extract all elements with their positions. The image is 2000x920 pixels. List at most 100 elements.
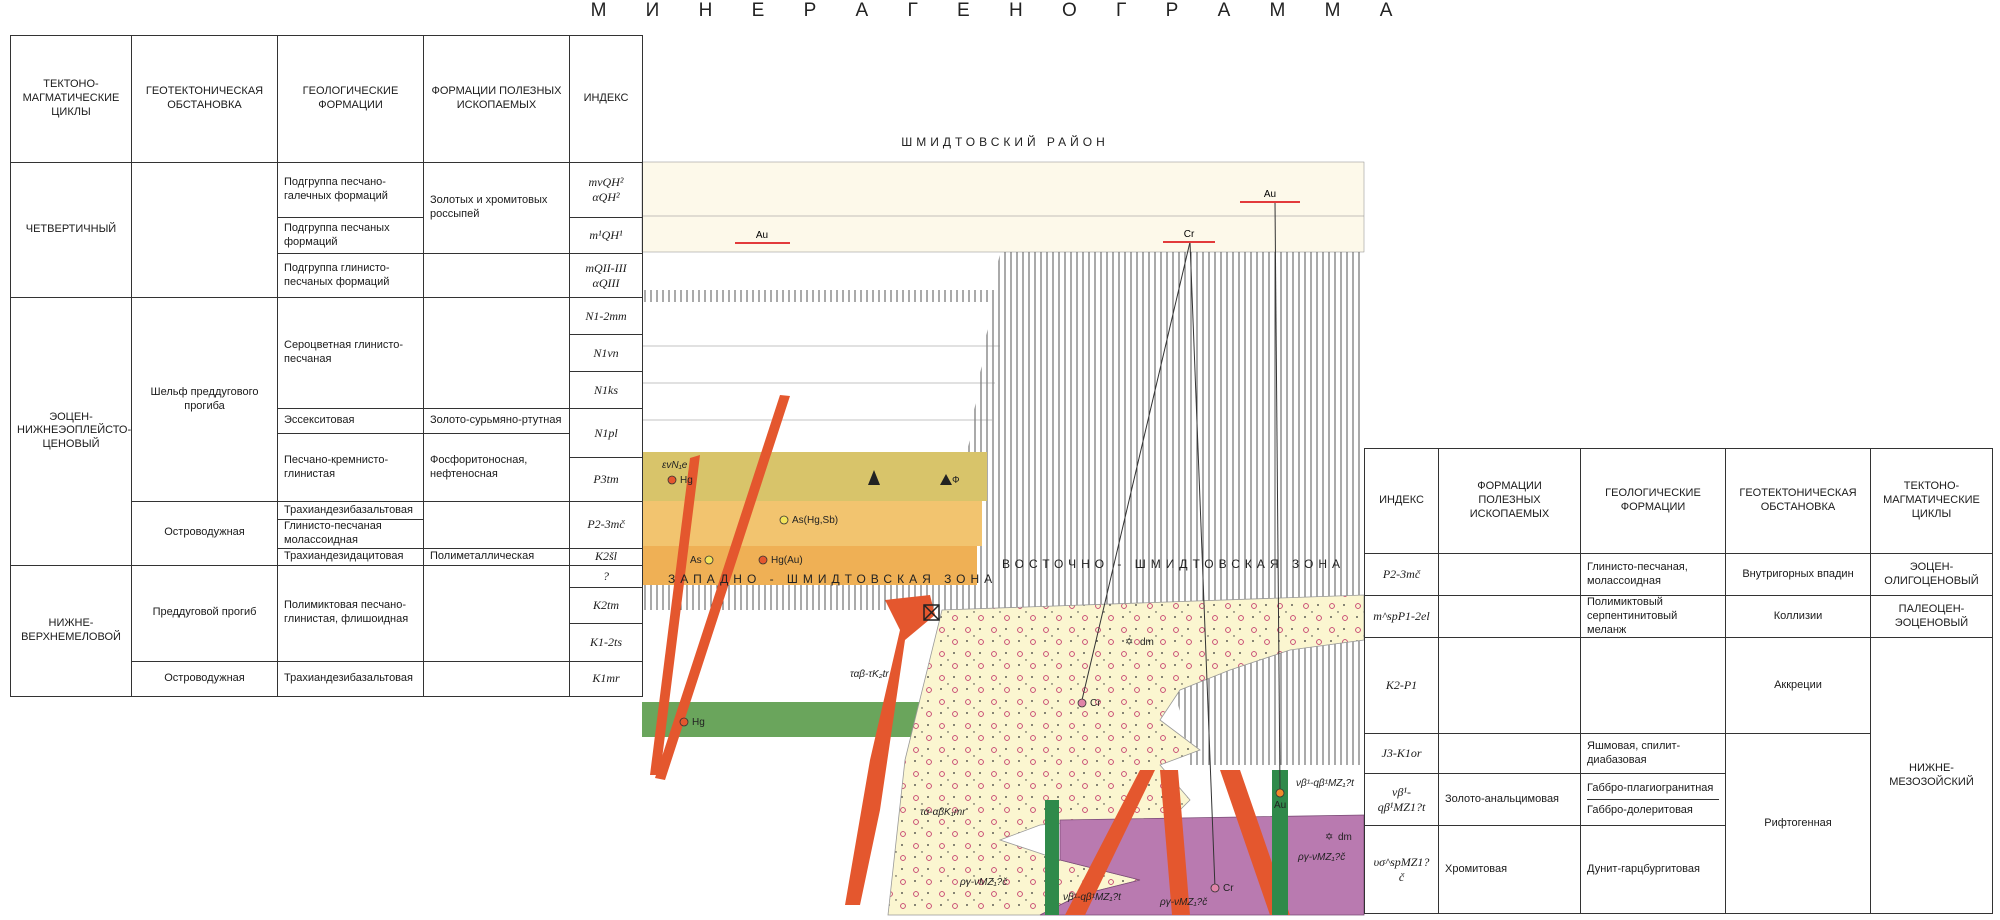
mine-icon (923, 604, 940, 621)
index-cell: N1-2mm (569, 297, 643, 335)
triangle-icon (868, 470, 880, 485)
formation-row: Трахиандезибазальтовая (277, 501, 424, 520)
mineral-empty (1438, 733, 1581, 775)
quaternary-band (641, 161, 1365, 253)
cycle-eocene: ЭОЦЕН-НИЖНЕЭОПЛЕЙСТО-ЦЕНОВЫЙ (10, 297, 132, 566)
index-cell: K1-2ts (569, 622, 643, 662)
au-label-1: Au (1274, 800, 1286, 811)
dm-label-2: dm (1338, 832, 1352, 843)
index-cell: m^spP1-2el (1364, 594, 1439, 639)
formation-row: Глинисто-песчаная, молассоидная (1580, 553, 1726, 596)
hg-label-2: Hg (692, 717, 705, 728)
setting-row: Коллизии (1725, 594, 1871, 639)
nvb-label-2: νβ¹-qβ¹MZ₁?t (1296, 778, 1355, 789)
formation-row: Дунит-гарцбургитовая (1580, 825, 1726, 915)
band-n1pl (642, 452, 987, 501)
formation-empty (1580, 637, 1726, 735)
hdr-minerals: ФОРМАЦИИ ПОЛЕЗНЫХ ИСКОПАЕМЫХ (423, 35, 570, 163)
index-cell: N1vn (569, 334, 643, 372)
formation-row: Габбро-плагиогранитная Габбро-долеритова… (1580, 773, 1726, 827)
hdr-minerals-r: ФОРМАЦИИ ПОЛЕЗНЫХ ИСКОПАЕМЫХ (1438, 448, 1581, 554)
index-cell: K2-P1 (1364, 637, 1439, 735)
triangle-icon-2 (940, 474, 952, 485)
mineral-empty (423, 297, 570, 409)
mineral-empty (423, 564, 570, 662)
mineral-empty (423, 253, 570, 298)
zone-east-label: ВОСТОЧНО - ШМИДТОВСКАЯ ЗОНА (1002, 557, 1345, 571)
formation-row: Сероцветная глинисто-песчаная (277, 297, 424, 409)
rgv-label-3: ργ-νMZ₁?č (1297, 852, 1345, 863)
setting-row: Внутригорных впадин (1725, 553, 1871, 596)
mineral-empty (1438, 553, 1581, 596)
setting-island-arc-2: Островодужная (131, 660, 278, 697)
hdr-formations: ГЕОЛОГИЧЕСКИЕ ФОРМАЦИИ (277, 35, 424, 163)
tab-label: ταβ-τK₂tr (850, 669, 889, 680)
index-cell: P2-3mč (569, 501, 643, 549)
zone-west-label: ЗАПАДНО - ШМИДТОВСКАЯ ЗОНА (668, 572, 998, 586)
index-cell: mQII-III αQIII (569, 253, 643, 298)
row-lines (642, 345, 1000, 421)
left-strat-table: ТЕКТОНО-МАГМАТИЧЕСКИЕ ЦИКЛЫ ГЕОТЕКТОНИЧЕ… (10, 35, 643, 697)
formation-row: Яшмовая, спилит-диабазовая (1580, 733, 1726, 775)
taab-label: τα-αβK₁mr (920, 807, 966, 818)
setting-shelf: Шельф преддугового прогиба (131, 297, 278, 502)
au-placer-east: Au (1264, 189, 1276, 200)
cr-label-1: Cr (1090, 698, 1101, 709)
formation-row: Глинисто-песчаная молассоидная (277, 519, 424, 549)
formation-row: Полимиктовая песчано-глинистая, флишоидн… (277, 564, 424, 662)
formation-row: Эссекситовая (277, 408, 424, 434)
formation-row: Трахиандезибазальтовая (277, 660, 424, 697)
index-cell: P3tm (569, 457, 643, 502)
setting-forearc: Преддуговой прогиб (131, 564, 278, 662)
mineral-empty (1438, 637, 1581, 735)
index-cell: K2šl (569, 547, 643, 566)
mineral-row: Золото-сурьмяно-ртутная (423, 408, 570, 434)
index-cell: N1ks (569, 371, 643, 409)
index-cell: ? (569, 564, 643, 588)
index-cell: m¹QH¹ (569, 217, 643, 254)
index-cell: υσ^spMZ1?č (1364, 825, 1439, 915)
formation-row: Трахиандезидацитовая (277, 547, 424, 566)
hdr-cycles: ТЕКТОНО-МАГМАТИЧЕСКИЕ ЦИКЛЫ (10, 35, 132, 163)
provenance-lines (1081, 201, 1281, 889)
evn-label: εvN₁e (662, 460, 688, 471)
mineral-row: Фосфоритоносная, нефтеносная (423, 433, 570, 502)
district-title: ШМИДТОВСКИЙ РАЙОН (901, 135, 1109, 149)
hdr-setting-r: ГЕОТЕКТОНИЧЕСКАЯ ОБСТАНОВКА (1725, 448, 1871, 554)
page-title: М И Н Е Р А Г Е Н О Г Р А М М А (590, 0, 1410, 21)
occurrence-labels: Hg εvN₁e As(Hg,Sb) As Hg(Au) Hg Cr Au Cr… (662, 460, 1355, 908)
setting-row: Аккреции (1725, 637, 1871, 735)
index-cell: N1pl (569, 408, 643, 458)
hdr-index-r: ИНДЕКС (1364, 448, 1439, 554)
formation-subrow: Габбро-долеритовая (1587, 804, 1693, 817)
cycle-cretaceous: НИЖНЕ-ВЕРХНЕМЕЛОВОЙ (10, 564, 132, 697)
mineral-row: Хромитовая (1438, 825, 1581, 915)
rgv-label-2: ργ-νMZ₁?č (1159, 897, 1207, 908)
setting-island-arc: Островодужная (131, 501, 278, 566)
formation-row: Подгруппа глинисто-песчаных формаций (277, 253, 424, 298)
mineral-empty (423, 501, 570, 549)
formation-subrow: Габбро-плагиогранитная (1587, 778, 1719, 801)
hatched-strip-left (642, 290, 1005, 302)
nvb-label-1: νβ¹-qβ¹MZ₁?t (1063, 892, 1122, 903)
hdr-cycles-r: ТЕКТОНО-МАГМАТИЧЕСКИЕ ЦИКЛЫ (1870, 448, 1993, 554)
dm-label-1: dm (1140, 637, 1154, 648)
cr-label-2: Cr (1223, 883, 1234, 894)
formation-row: Песчано-кремнисто-глинистая (277, 433, 424, 502)
hg-label-1: Hg (680, 475, 693, 486)
mineral-empty (1438, 594, 1581, 639)
mineral-row: Золото-анальцимовая (1438, 773, 1581, 827)
cycle-row: ЭОЦЕН-ОЛИГОЦЕНОВЫЙ (1870, 553, 1993, 596)
hdr-formations-r: ГЕОЛОГИЧЕСКИЕ ФОРМАЦИИ (1580, 448, 1726, 554)
index-cell: K1mr (569, 660, 643, 697)
star-icon-2: ✡ (1325, 832, 1333, 843)
phi-label: Ф (952, 475, 960, 486)
mineral-row: Полиметаллическая (423, 547, 570, 566)
cr-placer: Cr (1184, 229, 1195, 240)
cycle-row: НИЖНЕ-МЕЗОЗОЙСКИЙ (1870, 637, 1993, 915)
cycle-row: ПАЛЕОЦЕН-ЭОЦЕНОВЫЙ (1870, 594, 1993, 639)
hdr-index: ИНДЕКС (569, 35, 643, 163)
as-hg-sb-label: As(Hg,Sb) (792, 515, 838, 526)
index-cell: K2tm (569, 586, 643, 624)
